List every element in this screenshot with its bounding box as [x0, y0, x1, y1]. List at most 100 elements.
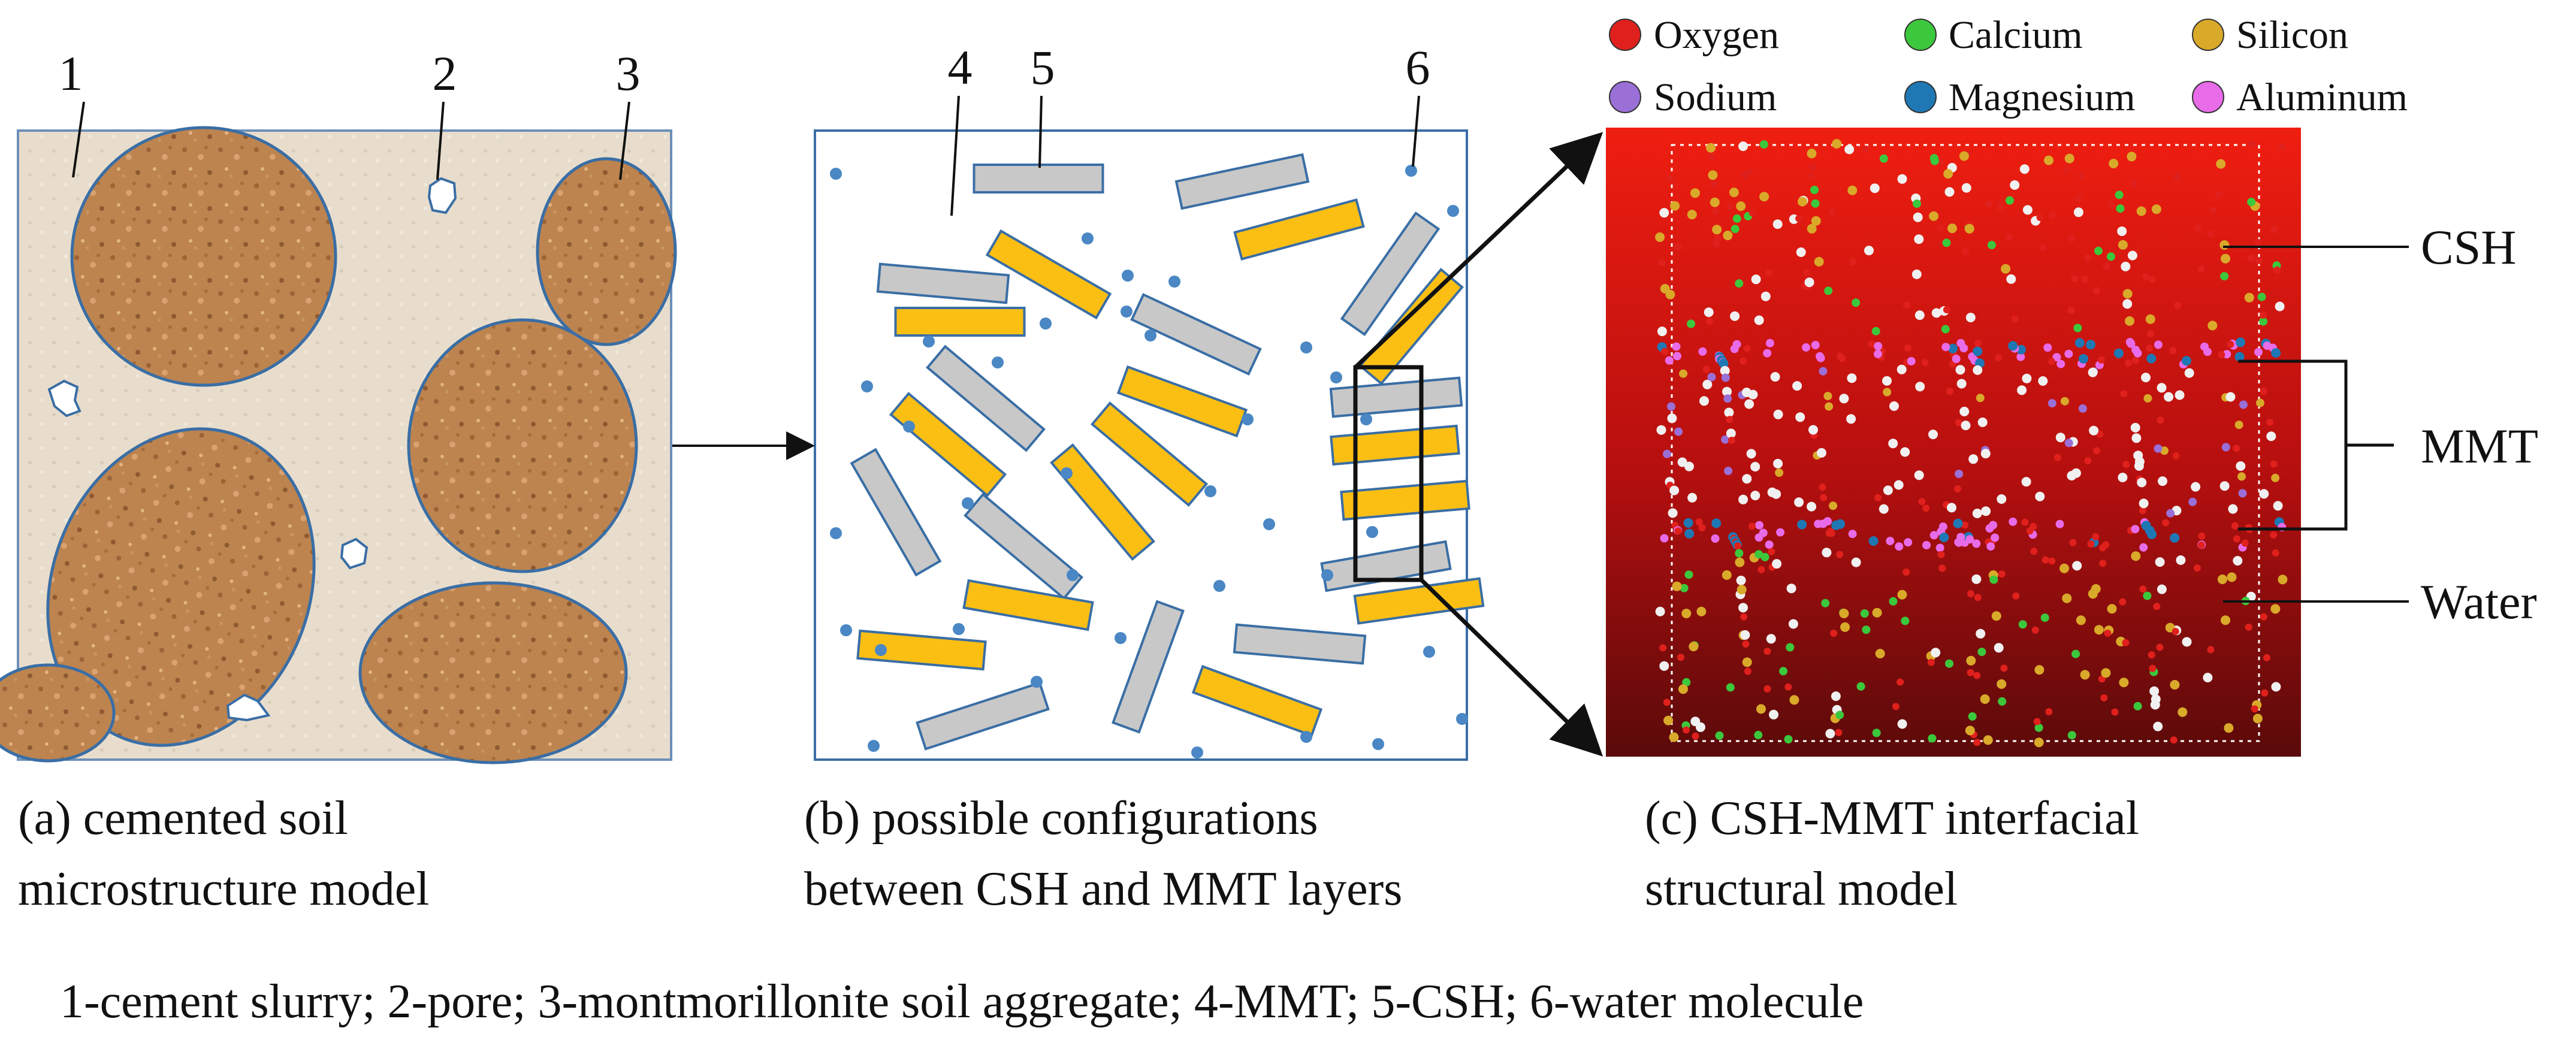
magnesium-atom: [1948, 343, 1958, 353]
panel-b: [814, 129, 1485, 761]
calcium-atom: [2133, 702, 2142, 711]
silicon-atom: [1983, 735, 1993, 745]
oxygen-atom: [2102, 541, 2110, 549]
oxygen-atom: [2146, 330, 2154, 338]
magnesium-atom: [1973, 346, 1983, 356]
water-molecule: [868, 740, 880, 752]
aluminum-atom: [1991, 533, 2000, 542]
oxygen-atom: [1998, 570, 2006, 578]
silicon-atom: [2278, 575, 2288, 585]
oxygen-atom: [1698, 524, 1706, 531]
oxygen-atom: [1918, 498, 1926, 506]
oxygen-atom: [2062, 166, 2070, 174]
water-molecule: [1061, 467, 1073, 479]
aluminum-atom: [2055, 519, 2064, 528]
hydrogen-atom: [2117, 226, 2127, 236]
sodium-atom: [2154, 444, 2163, 453]
silicon-atom: [1722, 570, 1732, 580]
aluminum-atom: [2009, 517, 2018, 526]
aluminum-atom: [1711, 534, 1720, 543]
calcium-atom: [1715, 731, 1724, 740]
hydrogen-atom: [2022, 373, 2032, 383]
caption-b-line1: (b) possible configurations: [804, 792, 1318, 845]
aluminum-atom: [1665, 356, 1674, 365]
hydrogen-atom: [1736, 575, 1746, 585]
oxygen-atom: [1961, 521, 1969, 529]
oxygen-atom: [1742, 640, 1750, 648]
water-molecule: [1191, 746, 1203, 758]
silicon-atom: [2064, 153, 2074, 164]
silicon-atom: [2118, 240, 2128, 250]
oxygen-atom: [1974, 594, 1982, 601]
oxygen-atom: [1683, 726, 1690, 734]
sodium-atom: [2239, 400, 2248, 409]
oxygen-atom: [1962, 247, 1969, 255]
soil-aggregate: [70, 126, 337, 387]
oxygen-atom: [2254, 238, 2261, 246]
oxygen-atom: [2278, 143, 2286, 150]
oxygen-atom: [1768, 548, 1775, 555]
silicon-atom: [2219, 240, 2230, 250]
mmt-layer: [1330, 424, 1460, 466]
hydrogen-atom: [1882, 376, 1892, 386]
aluminum-atom: [2139, 543, 2148, 552]
hydrogen-atom: [1772, 559, 1782, 569]
calcium-atom: [2143, 591, 2152, 600]
aluminum-atom: [1965, 535, 1974, 544]
calcium-atom: [1856, 682, 1865, 691]
oxygen-atom: [2054, 454, 2062, 461]
silicon-atom: [1729, 188, 1739, 198]
silicon-atom: [1706, 143, 1716, 153]
calcium-atom: [1945, 659, 1953, 668]
aluminum-atom: [1765, 338, 1774, 347]
water-molecule: [1300, 731, 1312, 743]
aluminum-swatch: [2192, 81, 2224, 113]
oxygen-atom: [1946, 388, 1953, 395]
atom-legend: Oxygen Calcium Silicon Sodium Magnesium …: [1609, 13, 2408, 119]
oxygen-atom: [1739, 357, 1747, 365]
mmt-layer: [1233, 198, 1365, 261]
silicon-atom: [1943, 169, 1953, 179]
calcium-atom: [1680, 584, 1689, 593]
hydrogen-atom: [2259, 489, 2269, 499]
hydrogen-atom: [1981, 506, 1991, 516]
csh-layer: [1174, 153, 1310, 210]
magnesium-atom: [2008, 341, 2018, 351]
hydrogen-atom: [1870, 183, 1880, 194]
sodium-atom: [1721, 373, 1730, 382]
leader-line: [436, 101, 445, 180]
hydrogen-atom: [1914, 310, 1925, 321]
silicon-atom: [2252, 714, 2263, 724]
water-molecule: [1447, 205, 1459, 217]
silicon-atom: [2244, 292, 2254, 303]
oxygen-atom: [1902, 569, 1910, 576]
hydrogen-atom: [1831, 691, 1841, 702]
hydrogen-atom: [2149, 686, 2160, 696]
silicon-atom: [1997, 679, 2007, 689]
aluminum-atom: [1698, 347, 1707, 356]
hydrogen-atom: [1687, 492, 1698, 503]
oxygen-atom: [1714, 235, 1722, 243]
oxygen-atom: [1985, 200, 1992, 208]
mmt-layer: [889, 392, 1007, 497]
aluminum-atom: [2043, 343, 2052, 352]
calcium-atom: [1684, 570, 1693, 579]
sodium-atom: [2166, 509, 2175, 518]
calcium-atom: [1821, 598, 1830, 607]
silicon-atom: [2217, 575, 2227, 584]
calcium-atom: [1687, 319, 1696, 328]
hydrogen-atom: [1656, 425, 1666, 435]
hydrogen-atom: [2273, 501, 2283, 511]
silicon-atom: [1689, 642, 1699, 652]
calcium-atom: [1862, 625, 1871, 634]
hydrogen-atom: [1977, 417, 1988, 427]
silicon-atom: [1670, 201, 1680, 211]
leader-line: [619, 101, 630, 180]
water-molecule: [1067, 569, 1079, 581]
magnesium-atom: [2271, 348, 2281, 358]
hydrogen-atom: [1847, 373, 1857, 383]
water-molecule: [1082, 232, 1094, 244]
oxygen-atom: [2036, 214, 2044, 221]
silicon-atom: [1789, 695, 1799, 705]
aluminum-atom: [2131, 525, 2140, 534]
